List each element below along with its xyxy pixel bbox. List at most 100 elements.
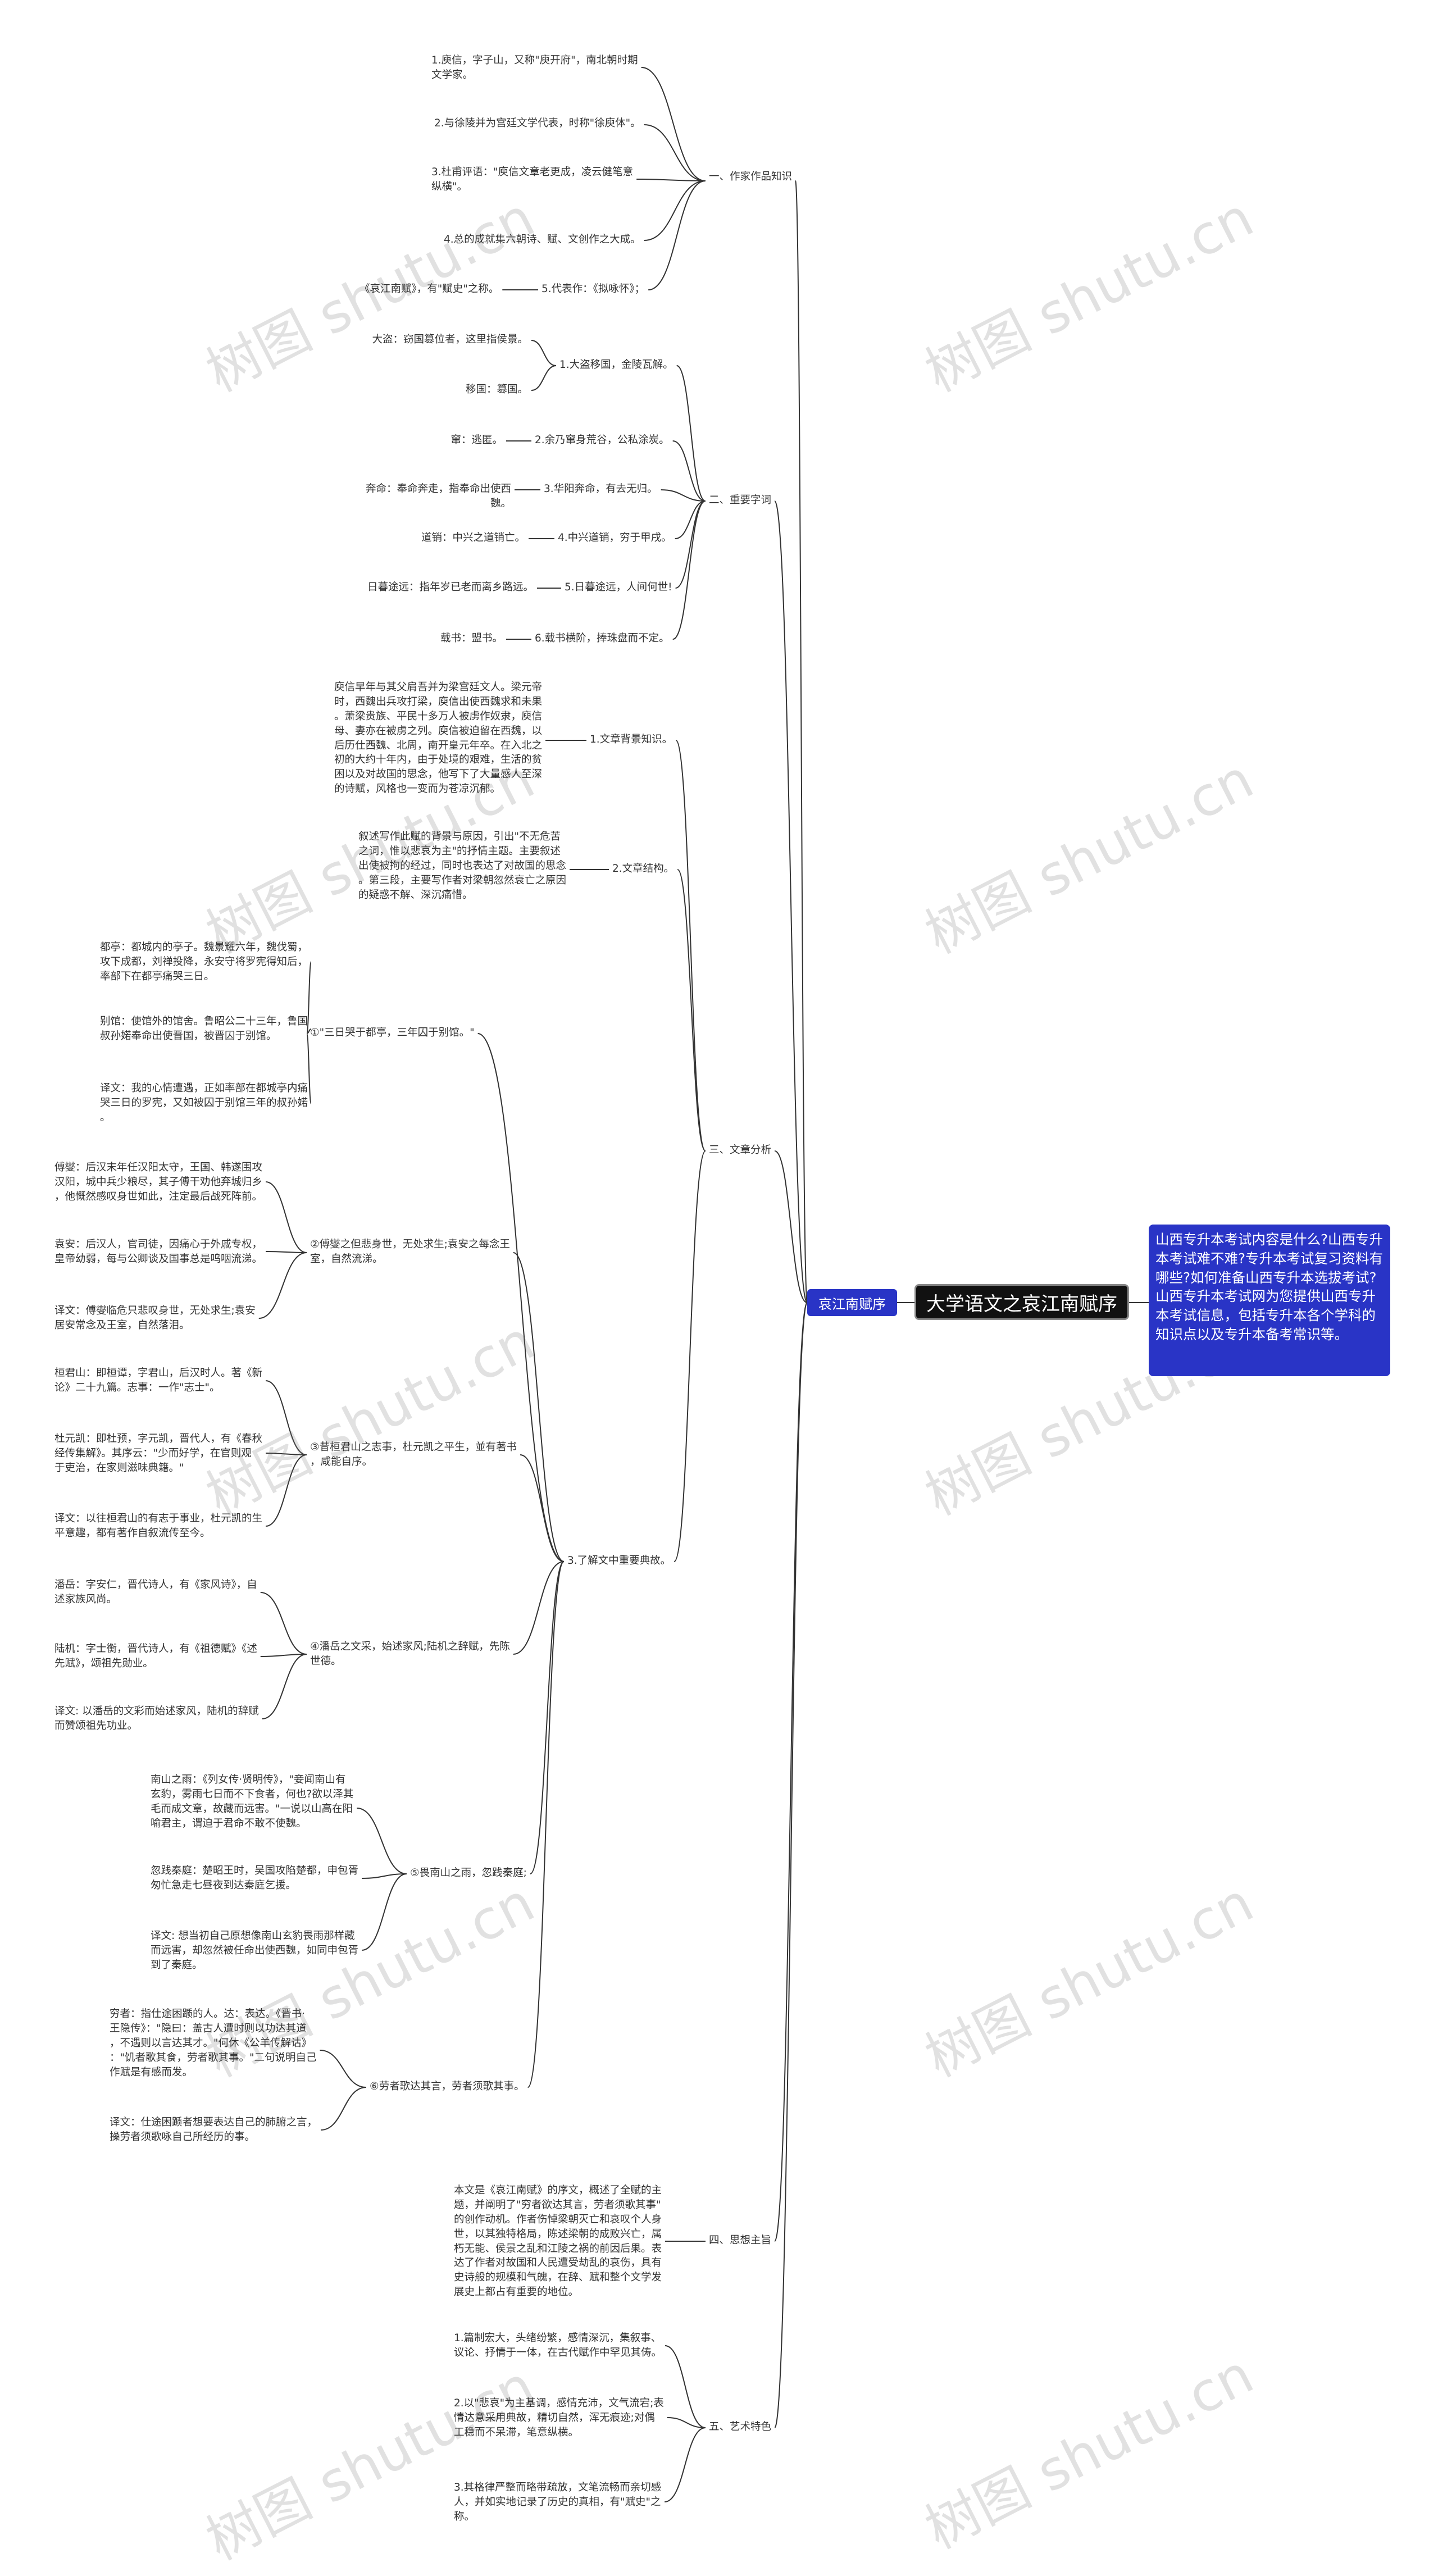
edge-c2-c2b: [266, 1251, 307, 1253]
mindmap-node-s2a1[interactable]: 大盗：窃国篡位者，这里指侯景。: [372, 334, 528, 345]
mindmap-node-s2d[interactable]: 4.中兴道销，穷于甲戌。: [558, 532, 672, 544]
mindmap-node-c2[interactable]: ②傅燮之但悲身世，无处求生;袁安之每念王 室，自然流涕。: [310, 1239, 510, 1265]
mindmap-node-s1c[interactable]: 3.杜甫评语："庾信文章老更成，凌云健笔意 纵横"。: [431, 166, 634, 193]
right-topic-node[interactable]: 山西专升本考试内容是什么?山西专升本考试难不难?专升本考试复习资料有哪些?如何准…: [1149, 1225, 1390, 1376]
mindmap-node-c1b[interactable]: 别馆：使馆外的馆舍。鲁昭公二十三年，鲁国 叔孙婼奉命出使晋国，被晋囚于别馆。: [100, 1016, 308, 1042]
mindmap-node-s1e[interactable]: 5.代表作：《拟咏怀》；: [541, 283, 645, 295]
mindmap-node-c2c[interactable]: 译文：傅燮临危只悲叹身世，无处求生;袁安 居安常念及王室，自然落泪。: [54, 1305, 256, 1331]
edge-s1-s1a: [641, 67, 706, 181]
edge-c5-c5b: [362, 1873, 407, 1879]
edge-c3-c3c: [265, 1454, 307, 1527]
edge-c1-c1c: [306, 1033, 312, 1104]
mindmap-node-c6a[interactable]: 穷者：指仕途困踬的人。达：表达。《晋书· 王隐传》："隐曰：盖古人遭时则以功达其…: [110, 2008, 317, 2078]
mindmap-node-c3b[interactable]: 杜元凯：即杜预，字元凯，晋代人，有《春秋 经传集解》。其序云："少而好学，在官则…: [54, 1433, 263, 1474]
edge-c6-c6a: [320, 2050, 367, 2088]
edge-topic-s5: [774, 1302, 808, 2428]
mindmap-node-s5c[interactable]: 3.其格律严整而略带疏放，文笔流畅而亲切感 人，并如实地记录了历史的真相，有"赋…: [454, 2482, 662, 2523]
left-topic-node[interactable]: 哀江南赋序: [807, 1289, 897, 1316]
mindmap-node-c2a[interactable]: 傅燮：后汉末年任汉阳太守，王国、韩遂围攻 汉阳，城中兵少粮尽，其子傅干劝他弃城归…: [54, 1162, 263, 1203]
mindmap-node-s2a[interactable]: 1.大盗移国，金陵瓦解。: [559, 359, 674, 371]
edge-s3c-c4: [513, 1561, 565, 1655]
edge-s2-s2d: [675, 500, 706, 539]
edge-s3-s3c: [674, 1150, 706, 1562]
mindmap-node-c4a[interactable]: 潘岳：字安仁，晋代诗人，有《家风诗》，自 述家族风尚。: [54, 1579, 257, 1605]
edge-s1-s1e: [648, 180, 706, 290]
edge-s2-s2b: [672, 440, 706, 502]
mindmap-node-c5a[interactable]: 南山之雨：《列女传·贤明传》，"妾闻南山有 玄豹，雾雨七日而不下食者，何也?欲以…: [151, 1774, 354, 1829]
mindmap-node-s1a[interactable]: 1.庾信，字子山，又称"庾开府"，南北朝时期 文学家。: [431, 54, 638, 81]
edge-c2-c2a: [265, 1181, 307, 1253]
edge-topic-s1: [795, 180, 808, 1303]
edge-s3c-c5: [530, 1561, 565, 1874]
mindmap-node-s4a[interactable]: 本文是《哀江南赋》的序文，概述了全赋的主 题，并阐明了"穷者欲达其言，劳者须歌其…: [454, 2184, 662, 2299]
mindmap-node-s3a1[interactable]: 庾信早年与其父肩吾并为梁宫廷文人。梁元帝 时，西魏出兵攻打梁，庾信出使西魏求和未…: [334, 681, 543, 795]
mindmap-node-s1b[interactable]: 2.与徐陵并为宫廷文学代表，时称"徐庾体"。: [434, 117, 641, 129]
edge-s1-s1c: [636, 179, 706, 181]
edge-c1-c1a: [306, 961, 312, 1034]
mindmap-node-c1[interactable]: ①"三日哭于都亭，三年囚于别馆。": [310, 1027, 475, 1039]
edge-s5-s5c: [665, 2427, 706, 2502]
mindmap-node-s2e[interactable]: 5.日暮途远，人间何世!: [565, 581, 672, 593]
mindmap-node-c4[interactable]: ④潘岳之文采，始述家风;陆机之辞赋，先陈 世德。: [310, 1641, 510, 1667]
edge-s2-s2f: [672, 500, 706, 640]
edge-s3c-c3: [520, 1454, 565, 1562]
mindmap-node-s2b1[interactable]: 窜：逃匿。: [450, 434, 503, 446]
mindmap-node-c4c[interactable]: 译文: 以潘岳的文彩而始述家风，陆机的辞赋 而赞颂祖先功业。: [54, 1705, 259, 1732]
mindmap-node-s3b[interactable]: 2.文章结构。: [612, 863, 675, 875]
mindmap-node-s3a[interactable]: 1.文章背景知识。: [590, 734, 673, 745]
edge-s1-s1b: [644, 124, 706, 181]
edge-topic-s2: [774, 500, 808, 1303]
mindmap-node-c1c[interactable]: 译文：我的心情遭遇，正如率部在都城亭内痛 哭三日的罗宪，又如被囚于别馆三年的叔孙…: [100, 1082, 308, 1123]
mindmap-node-c4b[interactable]: 陆机：字士衡，晋代诗人，有《祖德赋》《述 先赋》，颂祖先勋业。: [54, 1643, 257, 1669]
edge-c2-c2c: [258, 1252, 307, 1319]
edge-c5-c5a: [357, 1808, 407, 1874]
mindmap-node-s2f[interactable]: 6.载书横阶，捧珠盘而不定。: [535, 632, 670, 644]
mindmap-node-c6[interactable]: ⑥劳者歌达其言，劳者须歌其事。: [370, 2081, 525, 2092]
edge-c6-c6b: [320, 2087, 367, 2131]
mindmap-node-s1d[interactable]: 4.总的成就集六朝诗、赋、文创作之大成。: [444, 234, 641, 245]
mindmap-node-c5b[interactable]: 忽践秦庭：楚昭王时，吴国攻陷楚都，申包胥 匆忙急走七昼夜到达秦庭乞援。: [151, 1865, 359, 1891]
mindmap-node-c2b[interactable]: 袁安：后汉人，官司徒，因痛心于外戚专权， 皇帝幼弱，每与公卿谈及国事总是呜咽流涕…: [54, 1239, 263, 1265]
mindmap-node-c1a[interactable]: 都亭：都城内的亭子。魏景耀六年，魏伐蜀， 攻下成都，刘禅投降，永安守将罗宪得知后…: [100, 941, 308, 982]
mindmap-node-s2c[interactable]: 3.华阳奔命，有去无归。: [544, 483, 658, 495]
edge-s3c-c6: [527, 1561, 565, 2088]
edge-c4-c4b: [260, 1654, 307, 1657]
mindmap-node-c3a[interactable]: 桓君山：即桓谭，字君山，后汉时人。著《新 论》二十九篇。志事：一作"志士"。: [54, 1367, 263, 1394]
mindmap-node-s2a2[interactable]: 移国：篡国。: [465, 384, 528, 395]
mindmap-node-c5[interactable]: ⑤畏南山之雨，忽践秦庭;: [410, 1867, 527, 1879]
edge-c3-c3b: [266, 1453, 307, 1455]
edge-s1-s1d: [644, 180, 706, 241]
edge-c4-c4a: [260, 1592, 307, 1655]
mindmap-node-s1[interactable]: 一、作家作品知识: [709, 171, 793, 183]
mindmap-node-c5c[interactable]: 译文: 想当初自己原想像南山玄豹畏雨那样藏 而远害，却忽然被任命出使西魏，如同申…: [151, 1930, 359, 1971]
mindmap-node-s5b[interactable]: 2.以"悲哀"为主基调，感情充沛，文气流宕;表 情达意采用典故，精切自然，浑无痕…: [454, 2397, 664, 2438]
mindmap-node-s2b[interactable]: 2.余乃窜身荒谷，公私涂炭。: [535, 434, 670, 446]
edge-s2-s2a: [676, 365, 706, 502]
mindmap-node-s2f1[interactable]: 载书：盟书。: [440, 632, 503, 644]
mindmap-node-s5[interactable]: 五、艺术特色: [709, 2421, 772, 2433]
edge-c1-c1b: [306, 1028, 312, 1034]
edge-s5-s5a: [665, 2345, 706, 2428]
mindmap-node-c3[interactable]: ③昔桓君山之志事，杜元凯之平生，並有著书 ，咸能自序。: [310, 1441, 517, 1468]
mindmap-node-s3c[interactable]: 3.了解文中重要典故。: [567, 1555, 671, 1567]
edge-topic-s3: [774, 1150, 808, 1303]
edge-s2a-s2a2: [531, 365, 557, 391]
mindmap-node-c3c[interactable]: 译文：以往桓君山的有志于事业，杜元凯的生 平意趣，都有著作自叙流传至今。: [54, 1513, 263, 1539]
mindmap-node-c6b[interactable]: 译文：仕途困踬者想要表达自己的肺腑之言， 操劳者须歌咏自己所经历的事。: [110, 2117, 318, 2143]
edge-s2a-s2a1: [531, 340, 557, 366]
edge-s3-s3b: [677, 869, 706, 1152]
mindmap-node-s2c1[interactable]: 奔命：奉命奔走，指奉命出使西魏。: [365, 483, 511, 509]
root-node[interactable]: 大学语文之哀江南赋序: [914, 1284, 1129, 1320]
edge-topic-s4: [774, 1302, 808, 2242]
mindmap-node-s3b1[interactable]: 叙述写作此赋的背景与原因，引出"不无危苦 之词，惟以悲哀为主"的抒情主题。主要叙…: [358, 831, 567, 901]
mindmap-node-s2[interactable]: 二、重要字词: [709, 494, 772, 506]
mindmap-node-s4[interactable]: 四、思想主旨: [709, 2234, 772, 2246]
edge-s3c-c2: [513, 1252, 565, 1562]
mindmap-node-s2e1[interactable]: 日暮途远：指年岁已老而离乡路远。: [367, 581, 534, 593]
edge-s3c-c1: [477, 1033, 565, 1562]
mindmap-node-s1e1[interactable]: 《哀江南赋》，有"赋史"之称。: [360, 283, 499, 295]
mindmap-node-s5a[interactable]: 1.篇制宏大，头绪纷繁，感情深沉，集叙事、 议论、抒情于一体，在古代赋作中罕见其…: [454, 2332, 662, 2359]
mindmap-node-s3[interactable]: 三、文章分析: [709, 1144, 772, 1156]
mindmap-node-s2d1[interactable]: 道销：中兴之道销亡。: [421, 532, 525, 544]
